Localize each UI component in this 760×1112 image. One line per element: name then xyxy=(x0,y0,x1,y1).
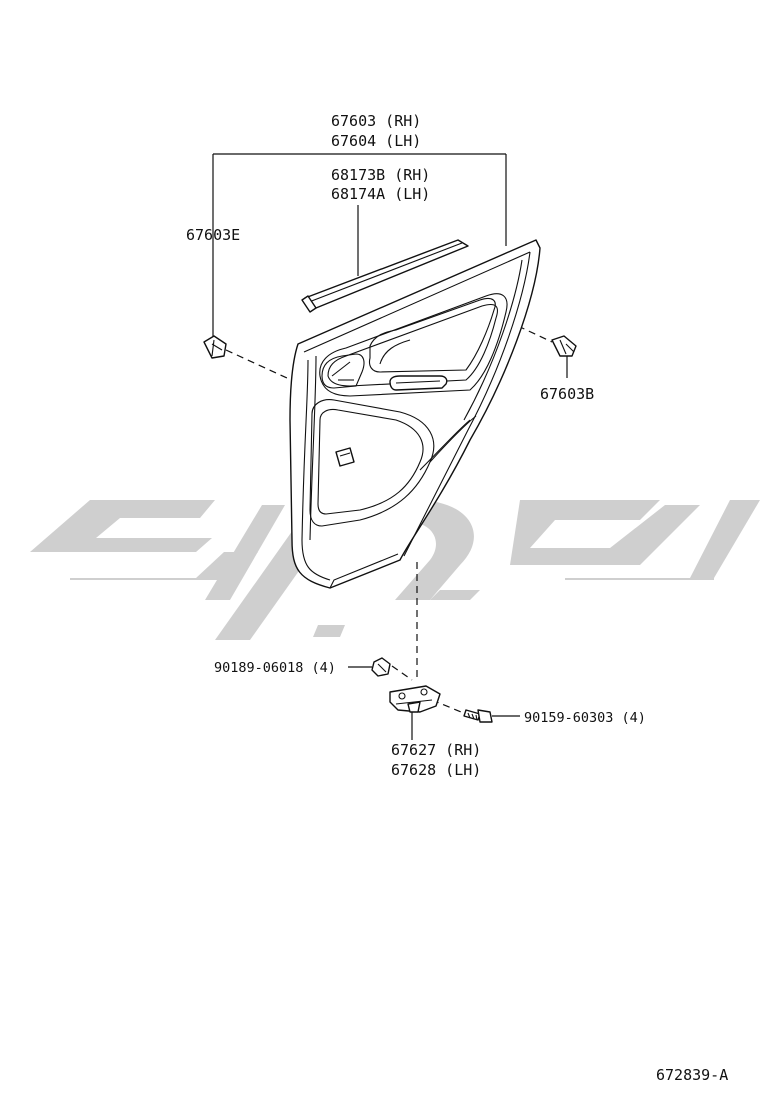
door-trim-board xyxy=(289,239,541,589)
label-weatherstrip-lh: 68174A (LH) xyxy=(331,185,430,203)
callout-labels: 67603 (RH) 67604 (LH) 68173B (RH) 68174A… xyxy=(186,112,728,1084)
bracket-67627 xyxy=(389,685,441,713)
label-trim-board-rh: 67603 (RH) xyxy=(331,112,421,130)
label-weatherstrip-rh: 68173B (RH) xyxy=(331,166,430,184)
label-clip-b: 67603B xyxy=(540,385,594,403)
clip-67603b xyxy=(551,335,577,357)
label-bracket-rh: 67627 (RH) xyxy=(391,741,481,759)
clip-67603e xyxy=(203,335,227,359)
label-screw: 90159-60303 (4) xyxy=(524,710,646,726)
label-nut: 90189-06018 (4) xyxy=(214,660,336,676)
nut-90189 xyxy=(371,657,391,677)
weatherstrip-part xyxy=(301,239,469,313)
label-clip-e: 67603E xyxy=(186,226,240,244)
label-bracket-lh: 67628 (LH) xyxy=(391,761,481,779)
label-trim-board-lh: 67604 (LH) xyxy=(331,132,421,150)
diagram-id: 672839-A xyxy=(656,1066,728,1084)
leader-lines xyxy=(212,153,568,740)
screw-90159 xyxy=(463,709,493,723)
